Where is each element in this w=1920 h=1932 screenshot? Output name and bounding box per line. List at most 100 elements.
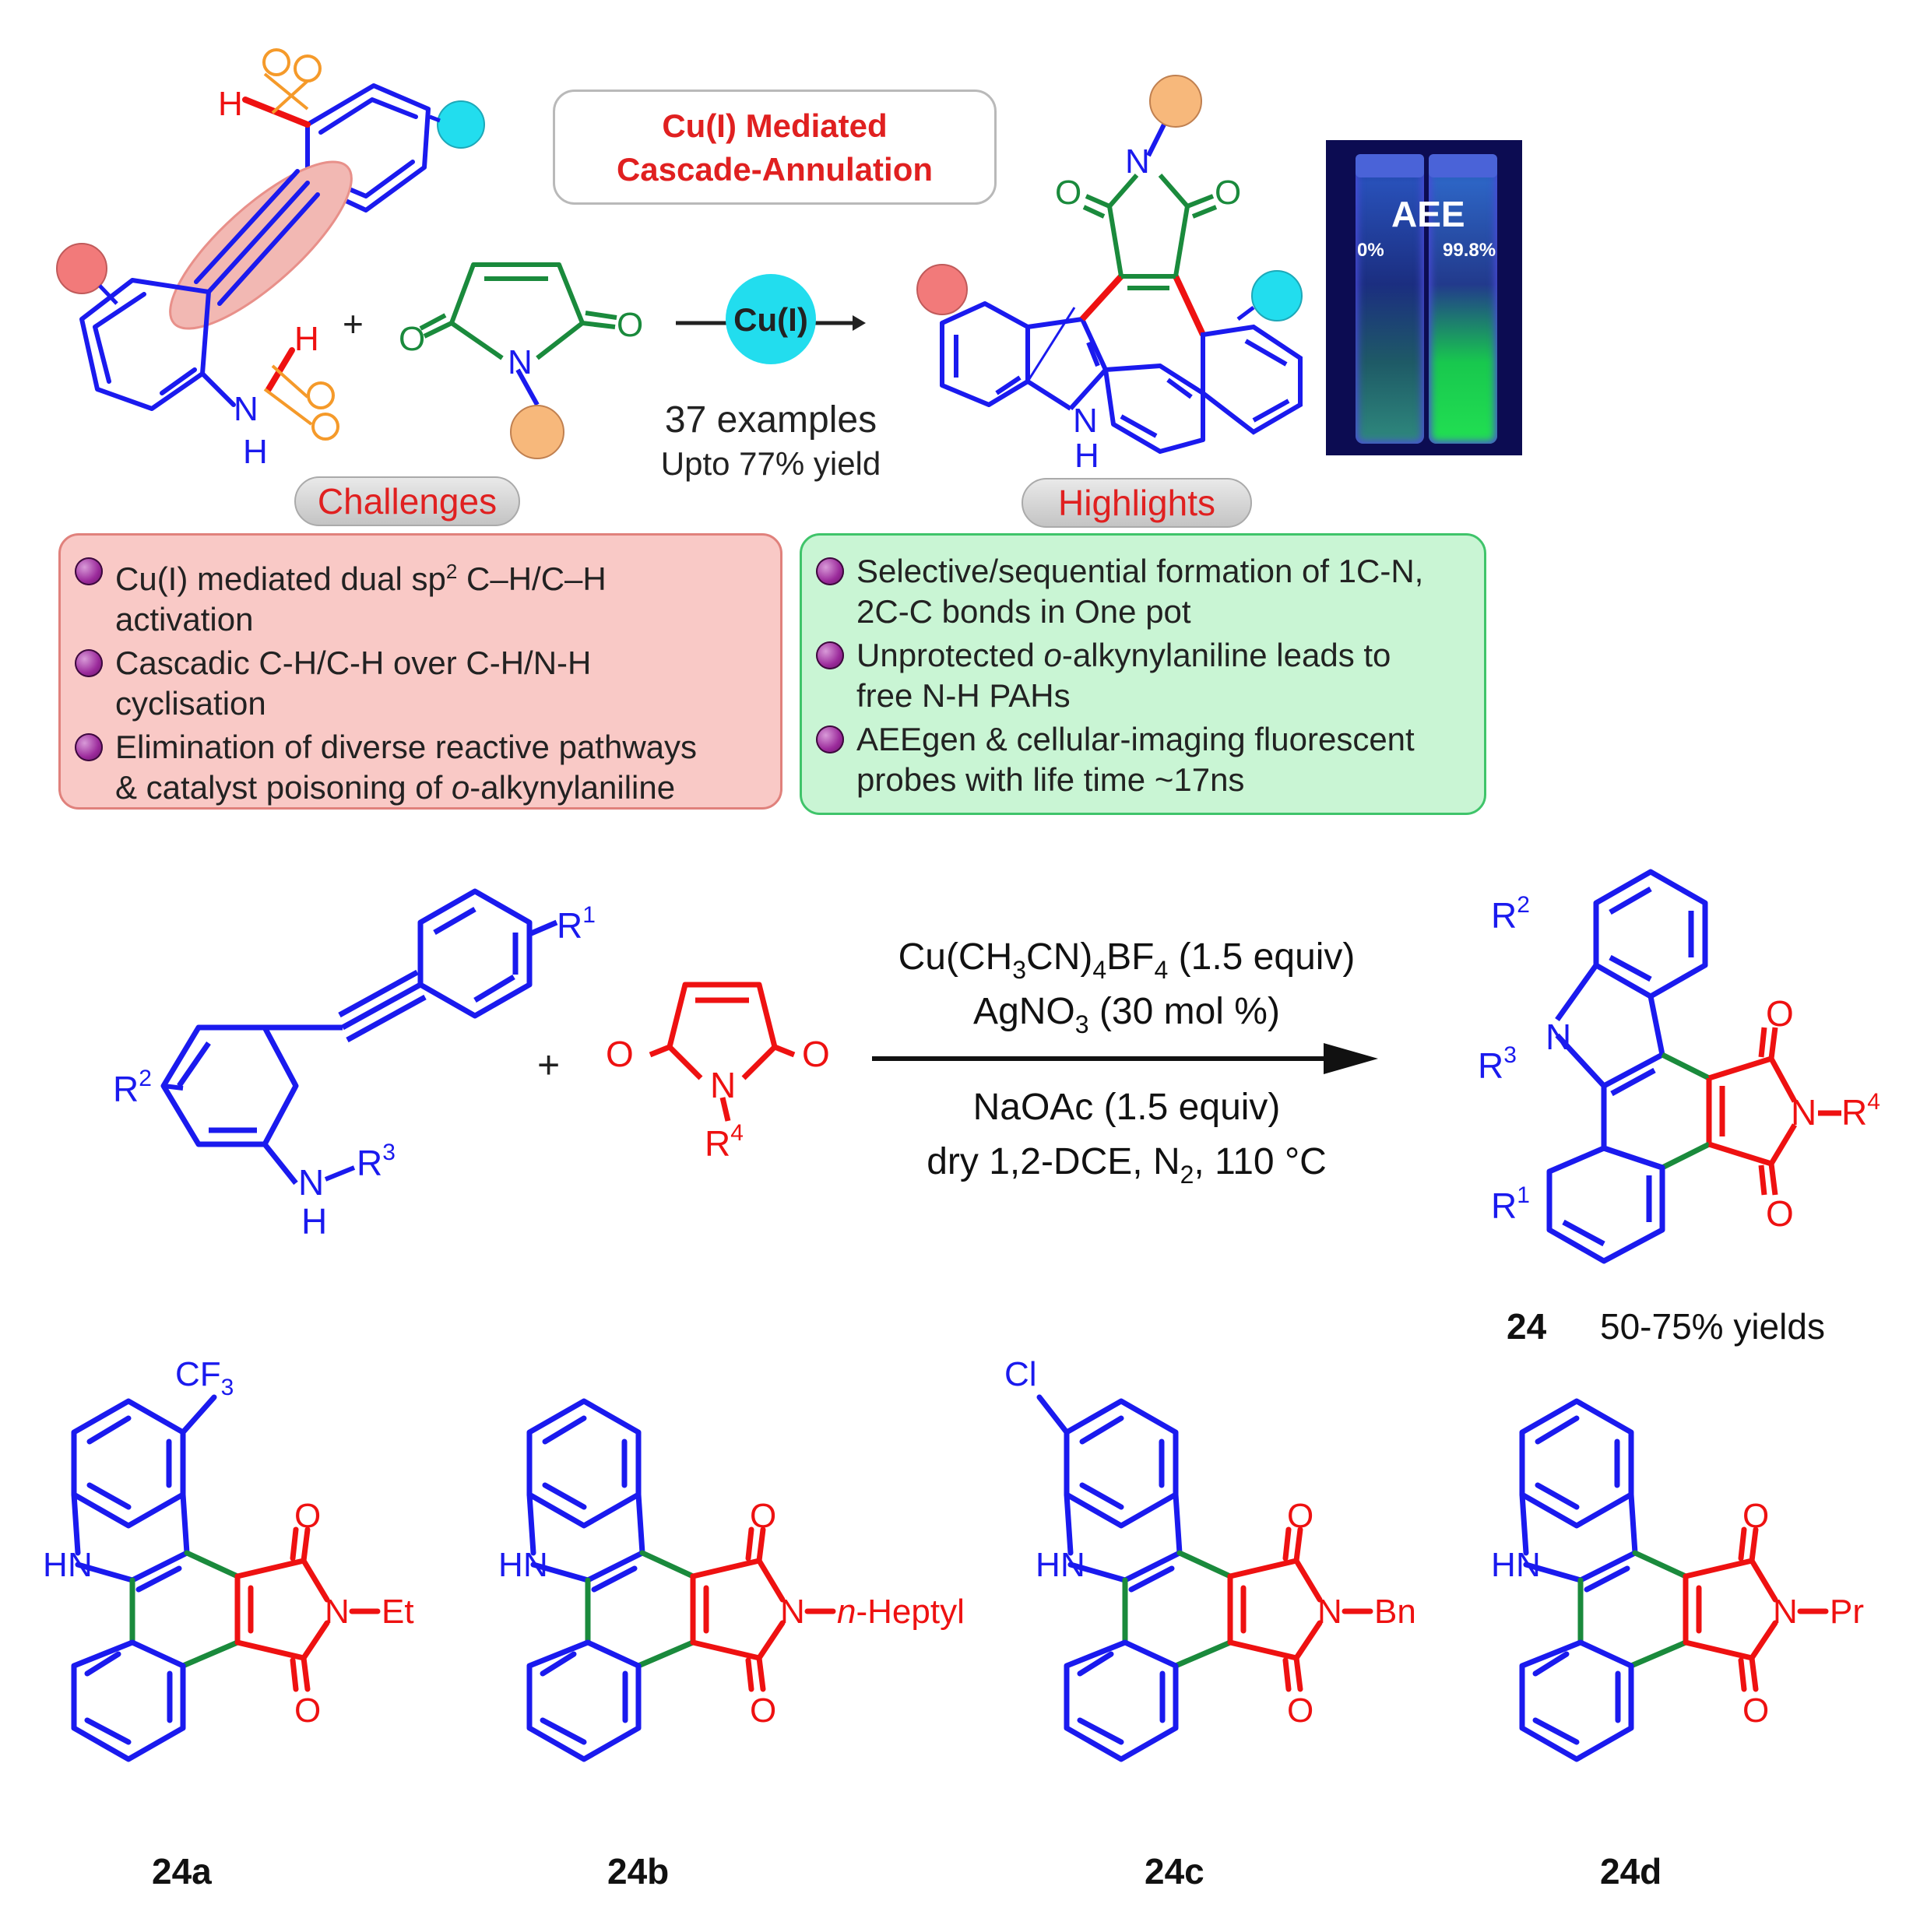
label-o-right: O [617,306,643,344]
o-top-24b: O [750,1497,776,1535]
condition-line-3: NaOAc (1.5 equiv) [973,1087,1281,1128]
aee-right-percent: 99.8% [1443,240,1496,261]
highlight-item-1: Selective/sequential formation of 1C-N,2… [816,551,1470,632]
product-label-o-left: O [1055,174,1081,212]
product-circle-cyan [1251,270,1303,321]
bullet-icon [816,557,844,585]
product-n-imide: N [1791,1092,1816,1133]
product-label-nh-n: N [1073,402,1098,440]
product-label-n: N [1125,142,1150,181]
label-r3: R3 [357,1140,396,1183]
product-o-bottom: O [1766,1193,1794,1234]
product-label-nh-h: H [1074,437,1099,475]
top-alkynylaniline [79,83,431,411]
condition-line-1: Cu(CH3CN)4BF4 (1.5 equiv) [898,936,1356,984]
o-top-24d: O [1742,1497,1769,1535]
top-maleimide [419,262,617,406]
label-n-maleimide: N [508,343,533,381]
label-nh-h: H [301,1201,327,1242]
substituent-circle-orange [510,405,564,459]
label-n: N [234,390,258,428]
hn-label-24c: H [1036,1546,1060,1584]
hn-label-24a: H [43,1546,68,1584]
scheme-maleimide [649,982,796,1122]
hn-label-24d: H [1491,1546,1516,1584]
aee-photo: AEE 0% 99.8% [1326,140,1522,455]
hn-label-n-24a: N [68,1546,93,1584]
maleimide-n: N [710,1065,736,1105]
substituent-circle-cyan [437,100,485,149]
bullet-icon [816,725,844,753]
label-r4: R4 [705,1120,744,1164]
compound-id-24c: 24c [1145,1851,1204,1892]
compound-id-24b: 24b [607,1851,669,1892]
product-n: N [1545,1017,1571,1057]
o-bottom-24a: O [294,1691,321,1730]
o-top-24c: O [1287,1497,1313,1535]
condition-line-4: dry 1,2-DCE, N2, 110 °C [927,1141,1327,1189]
mechanism-box: Cu(I) Mediated Cascade-Annulation [553,90,997,205]
product-o-top: O [1766,993,1794,1034]
scheme-product [1546,869,1841,1264]
product-label-o-right: O [1215,174,1241,212]
maleimide-o-left: O [606,1034,634,1074]
n-substituent-24b: n-Heptyl [837,1593,965,1631]
catalyst-circle [726,274,816,364]
ring-substituent-24a: CF3 [175,1355,234,1400]
product-circle-orange [1149,75,1202,128]
o-bottom-24d: O [1742,1691,1769,1730]
n-substituent-24d: Pr [1830,1593,1864,1631]
product-r1: R1 [1491,1182,1530,1226]
top-product [940,123,1218,454]
n-imide-24d: N [1773,1593,1798,1631]
highlights-tab: Highlights [1022,478,1252,528]
n-substituent-24a: Et [382,1593,414,1631]
vial-right [1429,154,1497,444]
compound-id-24a: 24a [152,1851,212,1892]
product-circle-red [916,264,968,315]
ring-substituent-24c: Cl [1004,1355,1037,1393]
label-h-nh: H [294,320,319,358]
n-imide-24c: N [1317,1593,1342,1631]
mechanism-line-1: Cu(I) Mediated [662,107,888,144]
plus-sign: + [343,304,364,344]
product-r2: R2 [1491,892,1530,936]
label-h-top: H [218,85,243,123]
o-bottom-24c: O [1287,1691,1313,1730]
max-yield: Upto 77% yield [661,445,881,482]
challenges-tab: Challenges [294,476,520,526]
hn-label-n-24c: N [1060,1546,1085,1584]
bullet-icon [75,557,103,585]
n-substituent-24c: Bn [1374,1593,1416,1631]
label-o-left: O [399,320,425,358]
label-r2: R2 [113,1066,152,1109]
product-number: 24 [1507,1306,1547,1347]
scissors-icon [262,48,339,441]
n-imide-24a: N [325,1593,350,1631]
highlights-panel: Selective/sequential formation of 1C-N,2… [800,533,1486,815]
scheme-plus: + [537,1043,560,1087]
aee-left-percent: 0% [1357,240,1384,261]
scheme-reactant-alkyne [160,888,558,1186]
hn-label-24b: H [498,1546,523,1584]
mechanism-line-2: Cascade-Annulation [616,151,934,188]
bullet-icon [75,649,103,677]
bullet-icon [75,733,103,761]
substituent-circle-red [56,243,107,294]
aee-label: AEE [1391,194,1465,234]
label-r1: R1 [557,902,596,946]
hn-label-n-24b: N [523,1546,548,1584]
maleimide-o-right: O [802,1034,830,1074]
product-r4: R4 [1841,1089,1880,1133]
